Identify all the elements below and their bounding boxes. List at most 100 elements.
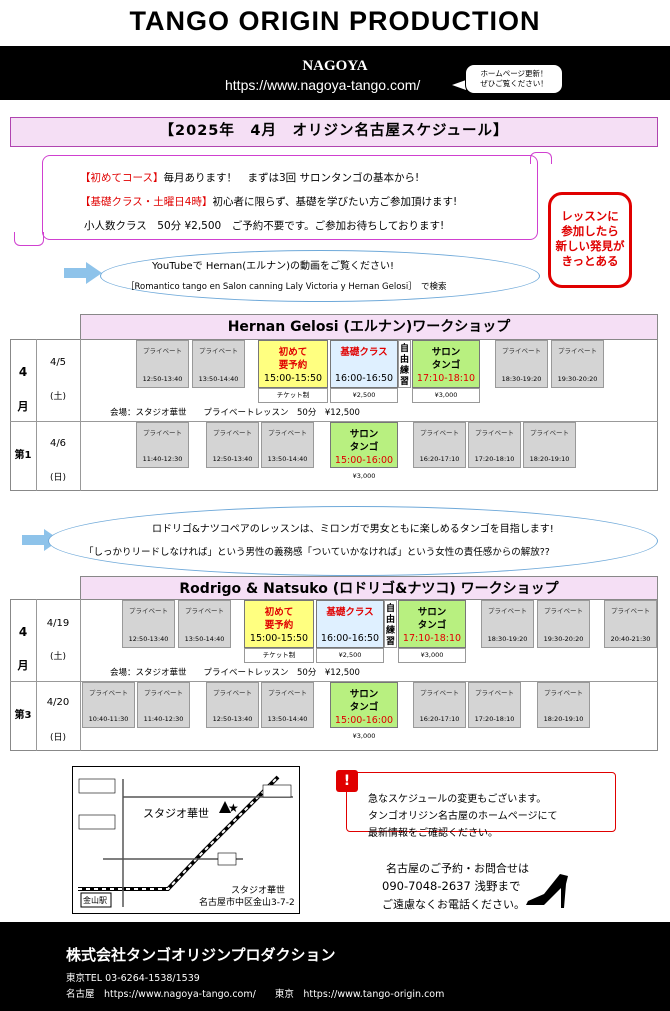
youtube-line-2: ［Romantico tango en Salon canning Laly V…	[126, 282, 447, 292]
main-title: TANGO ORIGIN PRODUCTION	[129, 6, 541, 36]
notice-box	[346, 772, 616, 832]
ws1-date2: 4/6	[49, 438, 67, 449]
ws1-title: Hernan Gelosi (エルナン)ワークショップ	[80, 314, 658, 340]
contact-phone[interactable]: 090-7048-2637 浅野まで	[382, 879, 521, 893]
contact-line-3: ご遠慮なくお電話ください。	[382, 898, 525, 911]
footer-urls[interactable]: 名古屋 https://www.nagoya-tango.com/ 東京 htt…	[66, 989, 445, 1000]
info-line-3: 小人数クラス 50分 ¥2,500 ご予約不要です。ご参加お待ちしております!	[84, 220, 445, 232]
price-salon: ¥3,000	[330, 730, 398, 745]
price-kiso: ¥2,500	[316, 648, 384, 663]
free-practice: 自由練習	[384, 600, 397, 648]
footer-tel: 東京TEL 03-6264-1538/1539	[66, 973, 200, 984]
map-station: 金山駅	[83, 896, 107, 905]
price-kiso: ¥2,500	[330, 388, 398, 403]
scroll-curl-left	[14, 232, 44, 246]
info-line-1: 【初めてコース】毎月あります！ まずは3回 サロンタンゴの基本から!	[80, 172, 420, 184]
pair-ellipse	[48, 506, 658, 576]
exclamation-icon: !	[336, 770, 358, 792]
access-map: ★ スタジオ華世 金山駅 スタジオ華世 名古屋市中区金山3-7-2	[72, 766, 300, 914]
bubble-tail	[452, 80, 466, 90]
callout-box: レッスンに参加したら新しい発見がきっとある	[548, 192, 632, 288]
ws1-dow2: (日)	[49, 473, 67, 483]
contact-line-1: 名古屋のご予約・お問合せは	[386, 862, 529, 875]
notice-line-3: 最新情報をご確認ください。	[368, 828, 498, 839]
footer	[0, 922, 670, 1011]
scroll-curl-right	[530, 152, 552, 164]
price-ticket: チケット制	[244, 648, 314, 663]
ws1-week: 第1	[14, 450, 32, 461]
ws2-month-kanji: 月	[17, 659, 29, 672]
pair-line-2: 「しっかりリードしなければ」という男性の義務感「ついていかなければ」という女性の…	[84, 547, 550, 558]
svg-text:★: ★	[228, 801, 239, 815]
price-salon: ¥3,000	[398, 648, 466, 663]
homepage-url[interactable]: https://www.nagoya-tango.com/	[225, 77, 421, 93]
ws1-schedule	[10, 339, 658, 491]
notice-line-1: 急なスケジュールの変更もございます。	[368, 794, 547, 805]
price-salon: ¥3,000	[330, 470, 398, 485]
info-scroll	[42, 155, 538, 240]
notice-line-2: タンゴオリジン名古屋のホームページにて	[368, 811, 558, 822]
ws2-week: 第3	[14, 710, 32, 721]
ws2-dow1: (土)	[49, 652, 67, 662]
ws2-schedule	[10, 599, 658, 751]
high-heel-icon	[526, 874, 568, 908]
map-address2: 名古屋市中区金山3-7-2	[199, 898, 295, 908]
ws1-date1: 4/5	[49, 357, 67, 368]
map-studio: スタジオ華世	[143, 807, 209, 820]
schedule-title: 【2025年 4月 オリジン名古屋スケジュール】	[10, 117, 658, 147]
price-ticket: チケット制	[258, 388, 328, 403]
ws2-date2: 4/20	[46, 697, 70, 708]
ws1-month: 4	[18, 365, 28, 379]
ws1-dow1: (土)	[49, 392, 67, 402]
ws2-title: Rodrigo & Natsuko (ロドリゴ&ナツコ) ワークショップ	[80, 576, 658, 600]
ws2-month: 4	[18, 625, 28, 639]
price-salon: ¥3,000	[412, 388, 480, 403]
update-bubble: ホームページ更新！ ぜひご覧ください！	[465, 64, 563, 94]
arrow-right-icon	[64, 262, 102, 284]
ws2-dow2: (日)	[49, 733, 67, 743]
ws2-date1: 4/19	[46, 618, 70, 629]
ws1-venue: 会場：スタジオ華世 プライベートレッスン 50分 ¥12,500	[110, 408, 360, 418]
pair-line-1: ロドリゴ&ナツコペアのレッスンは、ミロンガで男女ともに楽しめるタンゴを目指します…	[152, 524, 554, 535]
info-line-2: 【基礎クラス・土曜日4時】初心者に限らず、基礎を学びたい方ご参加頂けます!	[80, 196, 458, 208]
ws2-venue: 会場：スタジオ華世 プライベートレッスン 50分 ¥12,500	[110, 668, 360, 678]
map-address1: スタジオ華世	[231, 886, 286, 896]
map-drawing: ★	[78, 775, 293, 908]
footer-company: 株式会社タンゴオリジンプロダクション	[66, 946, 336, 964]
youtube-line-1: YouTubeで Hernan(エルナン)の動画をご覧ください!	[152, 261, 395, 272]
youtube-ellipse	[100, 250, 540, 302]
city-name: NAGOYA	[302, 58, 368, 74]
ws1-month-kanji: 月	[17, 400, 29, 413]
free-practice: 自由練習	[398, 340, 411, 388]
